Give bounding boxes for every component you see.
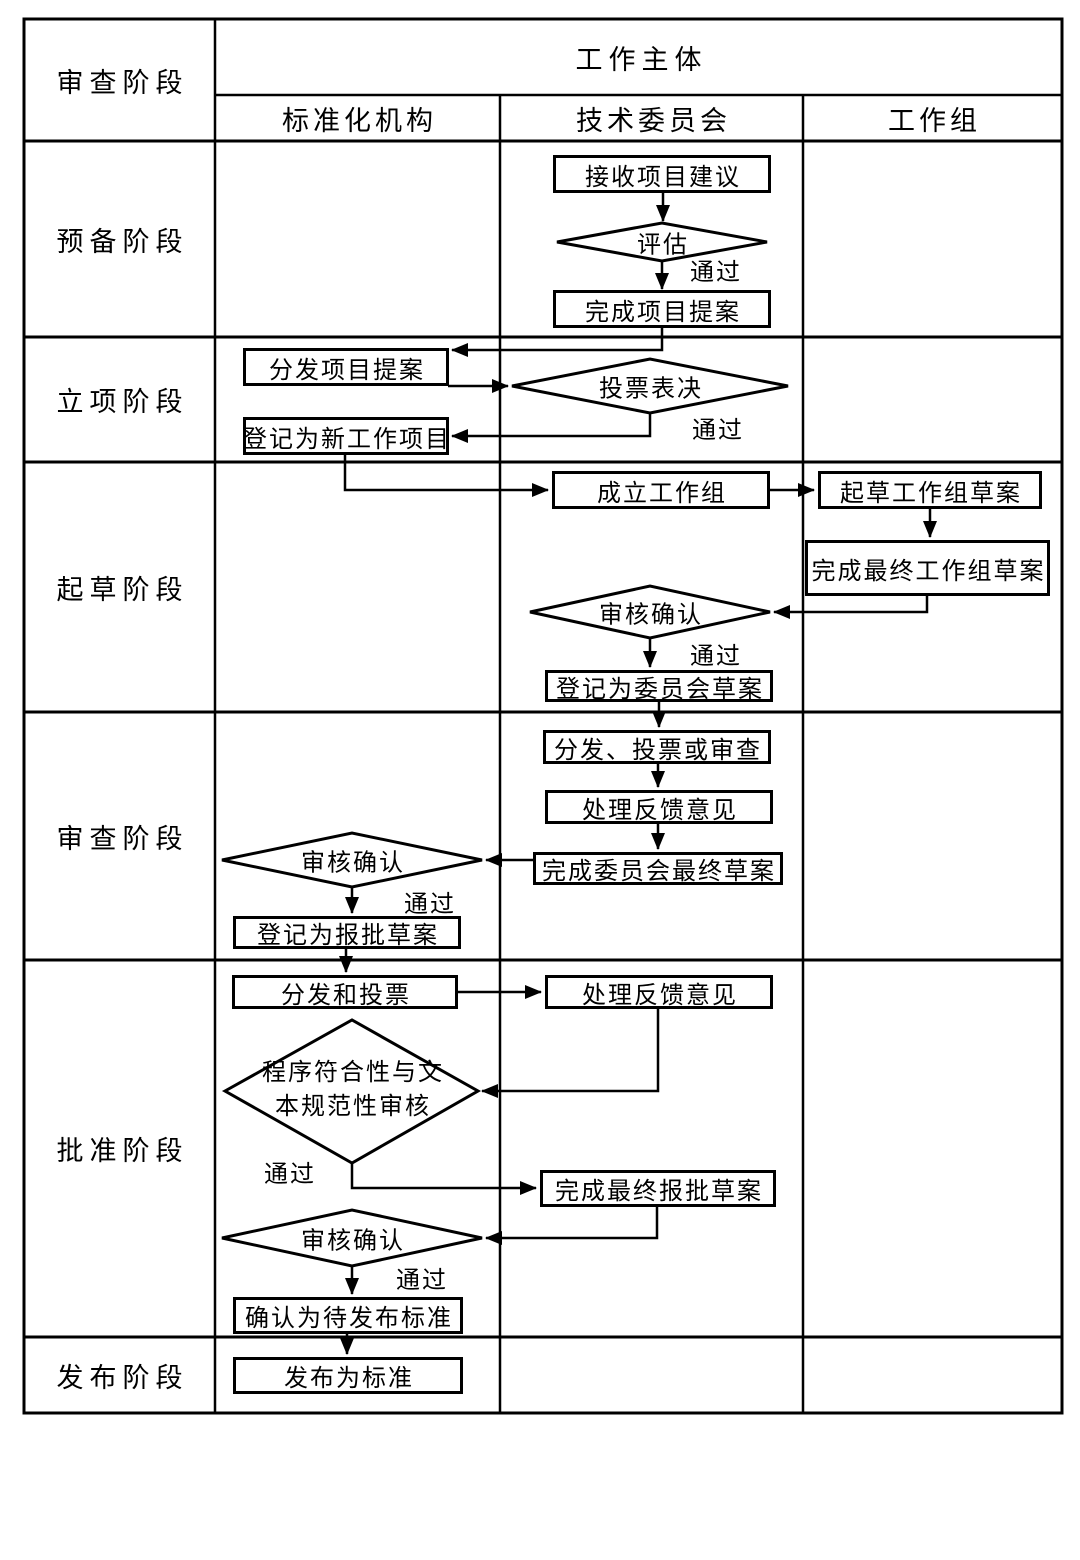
pass-label-drafting-review: 通过 [690,643,742,670]
arrow-final-wg-to-review-confirm [773,596,929,619]
flow-arrows [339,193,937,1355]
arrow-complete-proposal-to-distribute [451,328,664,357]
arrow-vote-to-register-work-item [451,413,652,443]
node-handle-feedback-review: 处理反馈意见 [545,790,773,824]
node-draft-working-group-draft: 起草工作组草案 [818,471,1042,509]
pass-label-review-confirm: 通过 [404,891,456,918]
column-header-technical-committee: 技术委员会 [576,105,731,136]
decision-shapes [221,221,789,1268]
node-distribute-project-proposal: 分发项目提案 [243,348,449,386]
arrow-final-approval-to-review-confirm [485,1206,659,1245]
node-distribute-vote-or-review: 分发、投票或审查 [543,730,771,764]
decision-procedure-compliance-shape [221,1018,482,1165]
column-header-working-group: 工作组 [888,105,981,136]
node-complete-project-proposal: 完成项目提案 [553,290,771,328]
node-complete-final-working-group-draft: 完成最终工作组草案 [805,540,1050,596]
node-distribute-and-vote: 分发和投票 [232,975,458,1009]
node-register-new-work-item: 登记为新工作项目 [243,417,449,455]
decision-evaluate-shape [556,221,768,263]
stage-label-proposal: 立项阶段 [56,387,189,417]
decision-review-confirm-review-label: 审核确认 [301,849,405,877]
arrow-feedback2-to-procedure-check [481,1009,660,1098]
node-handle-feedback-approval: 处理反馈意见 [545,975,773,1009]
arrow-procedure-check-to-final-approval-draft [350,1163,537,1195]
decision-review-confirm-drafting-shape [529,584,771,640]
node-complete-committee-final-draft: 完成委员会最终草案 [533,852,783,885]
stage-label-approval: 批准阶段 [56,1136,189,1166]
node-receive-project-proposal: 接收项目建议 [553,155,771,193]
pass-label-procedure-check: 通过 [264,1161,316,1188]
node-establish-working-group: 成立工作组 [552,471,770,509]
table-grid [22,17,1064,1415]
decision-review-confirm-review-shape [221,831,483,889]
pass-label-evaluate: 通过 [690,259,742,286]
pass-label-approval-review: 通过 [396,1267,448,1294]
decision-review-confirm-approval-label: 审核确认 [301,1227,405,1255]
stage-label-publication: 发布阶段 [56,1362,189,1393]
decision-vote-label: 投票表决 [599,375,703,403]
procedure-compliance-line1: 程序符合性与文 [262,1059,444,1086]
decision-procedure-compliance-label: 程序符合性与文 本规范性审核 [260,1056,444,1124]
decision-vote-shape [511,357,789,415]
node-confirm-standard-for-publication: 确认为待发布标准 [233,1297,463,1334]
node-complete-final-approval-draft: 完成最终报批草案 [540,1170,776,1207]
decision-evaluate-label: 评估 [637,231,689,259]
stage-column-header: 审查阶段 [56,67,189,98]
procedure-compliance-line2: 本规范性审核 [275,1093,431,1120]
node-publish-as-standard: 发布为标准 [233,1357,463,1394]
node-register-committee-draft: 登记为委员会草案 [545,670,773,703]
pass-label-vote: 通过 [692,417,744,444]
stage-label-drafting: 起草阶段 [56,574,189,605]
column-header-standards-body: 标准化机构 [282,105,437,136]
stage-label-review: 审查阶段 [56,823,189,854]
arrow-register-to-establish-group [343,455,549,497]
decision-review-confirm-drafting-label: 审核确认 [599,601,703,629]
node-register-approval-draft: 登记为报批草案 [233,916,461,949]
body-header: 工作主体 [575,44,708,75]
decision-review-confirm-approval-shape [221,1208,483,1268]
stage-label-preparatory: 预备阶段 [56,226,189,257]
